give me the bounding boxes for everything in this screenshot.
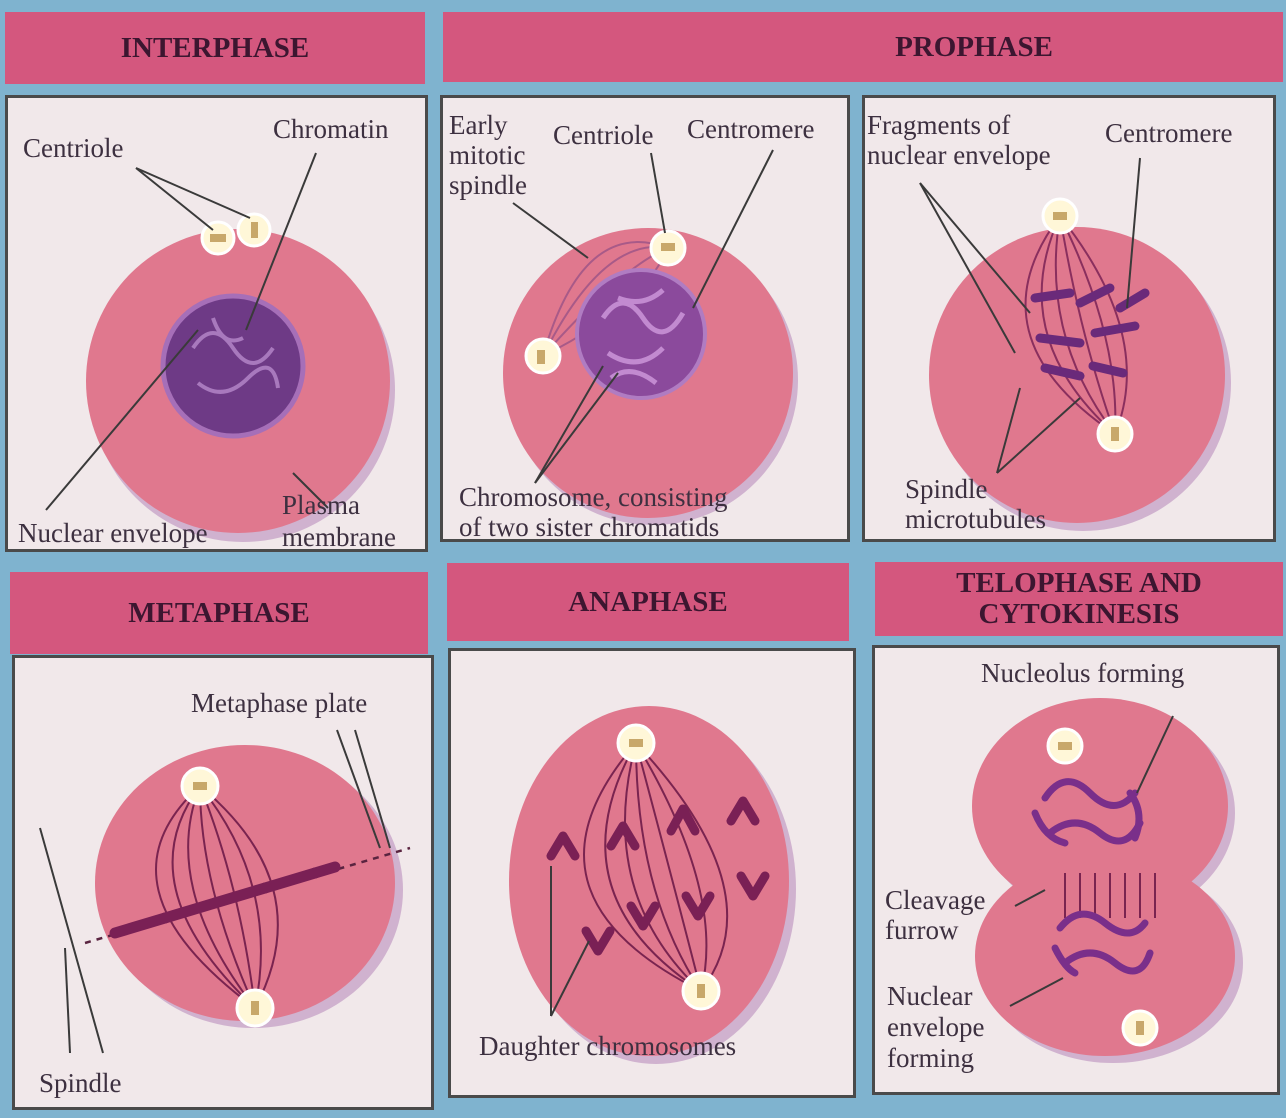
header-interphase-text: INTERPHASE xyxy=(121,33,310,64)
label-nucleolus-forming: Nucleolus forming xyxy=(981,658,1184,688)
label-sister-chromatids: of two sister chromatids xyxy=(459,512,719,542)
header-anaphase-text: ANAPHASE xyxy=(568,587,728,618)
label-centromere: Centromere xyxy=(1105,118,1232,148)
header-metaphase-text: METAPHASE xyxy=(128,598,310,629)
metaphase-cell xyxy=(95,745,395,1021)
label-microtubules: microtubules xyxy=(905,504,1046,534)
label-spindle: spindle xyxy=(449,170,527,200)
label-spindle: Spindle xyxy=(905,474,988,504)
header-prophase-text: PROPHASE xyxy=(895,32,1053,63)
label-spindle: Spindle xyxy=(39,1068,122,1098)
label-centromere: Centromere xyxy=(687,114,814,144)
label-nuclear-envelope: Nuclear envelope xyxy=(18,518,208,548)
label-nuclear: Nuclear xyxy=(887,981,972,1011)
label-envelope: envelope xyxy=(887,1012,984,1042)
label-cleavage: Cleavage xyxy=(885,885,985,915)
header-prophase: PROPHASE xyxy=(443,12,1283,82)
panel-telophase: Nucleolus forming Cleavage furrow Nuclea… xyxy=(872,645,1280,1095)
label-early: Early xyxy=(449,110,507,140)
label-mitotic: mitotic xyxy=(449,140,526,170)
label-forming: forming xyxy=(887,1043,974,1073)
panel-early-prophase: Early mitotic spindle Centriole Centrome… xyxy=(440,95,850,542)
label-metaphase-plate: Metaphase plate xyxy=(191,688,367,718)
label-membrane: membrane xyxy=(282,522,396,552)
label-chromatin: Chromatin xyxy=(273,114,389,144)
header-anaphase: ANAPHASE xyxy=(447,563,849,641)
label-plasma: Plasma xyxy=(282,490,360,520)
label-fragments-of: Fragments of xyxy=(867,110,1010,140)
panel-anaphase: Daughter chromosomes xyxy=(448,648,856,1098)
panel-metaphase: Metaphase plate Spindle xyxy=(12,655,434,1110)
label-daughter-chromosomes: Daughter chromosomes xyxy=(479,1031,736,1061)
header-telophase-line1: TELOPHASE AND xyxy=(956,568,1202,599)
panel-interphase: Centriole Chromatin Nuclear envelope Pla… xyxy=(5,95,428,552)
label-centriole: Centriole xyxy=(553,120,653,150)
label-nuclear-envelope: nuclear envelope xyxy=(867,140,1051,170)
header-metaphase: METAPHASE xyxy=(10,572,428,654)
label-furrow: furrow xyxy=(885,915,958,945)
metaphase-illustration xyxy=(15,658,434,1110)
header-telophase-line2: CYTOKINESIS xyxy=(979,599,1180,630)
interphase-illustration xyxy=(8,98,428,552)
label-centriole: Centriole xyxy=(23,133,123,163)
header-interphase: INTERPHASE xyxy=(5,12,425,84)
header-telophase: TELOPHASE AND CYTOKINESIS xyxy=(875,562,1283,636)
label-chromosome: Chromosome, consisting xyxy=(459,482,728,512)
panel-late-prophase: Fragments of nuclear envelope Centromere… xyxy=(862,95,1276,542)
